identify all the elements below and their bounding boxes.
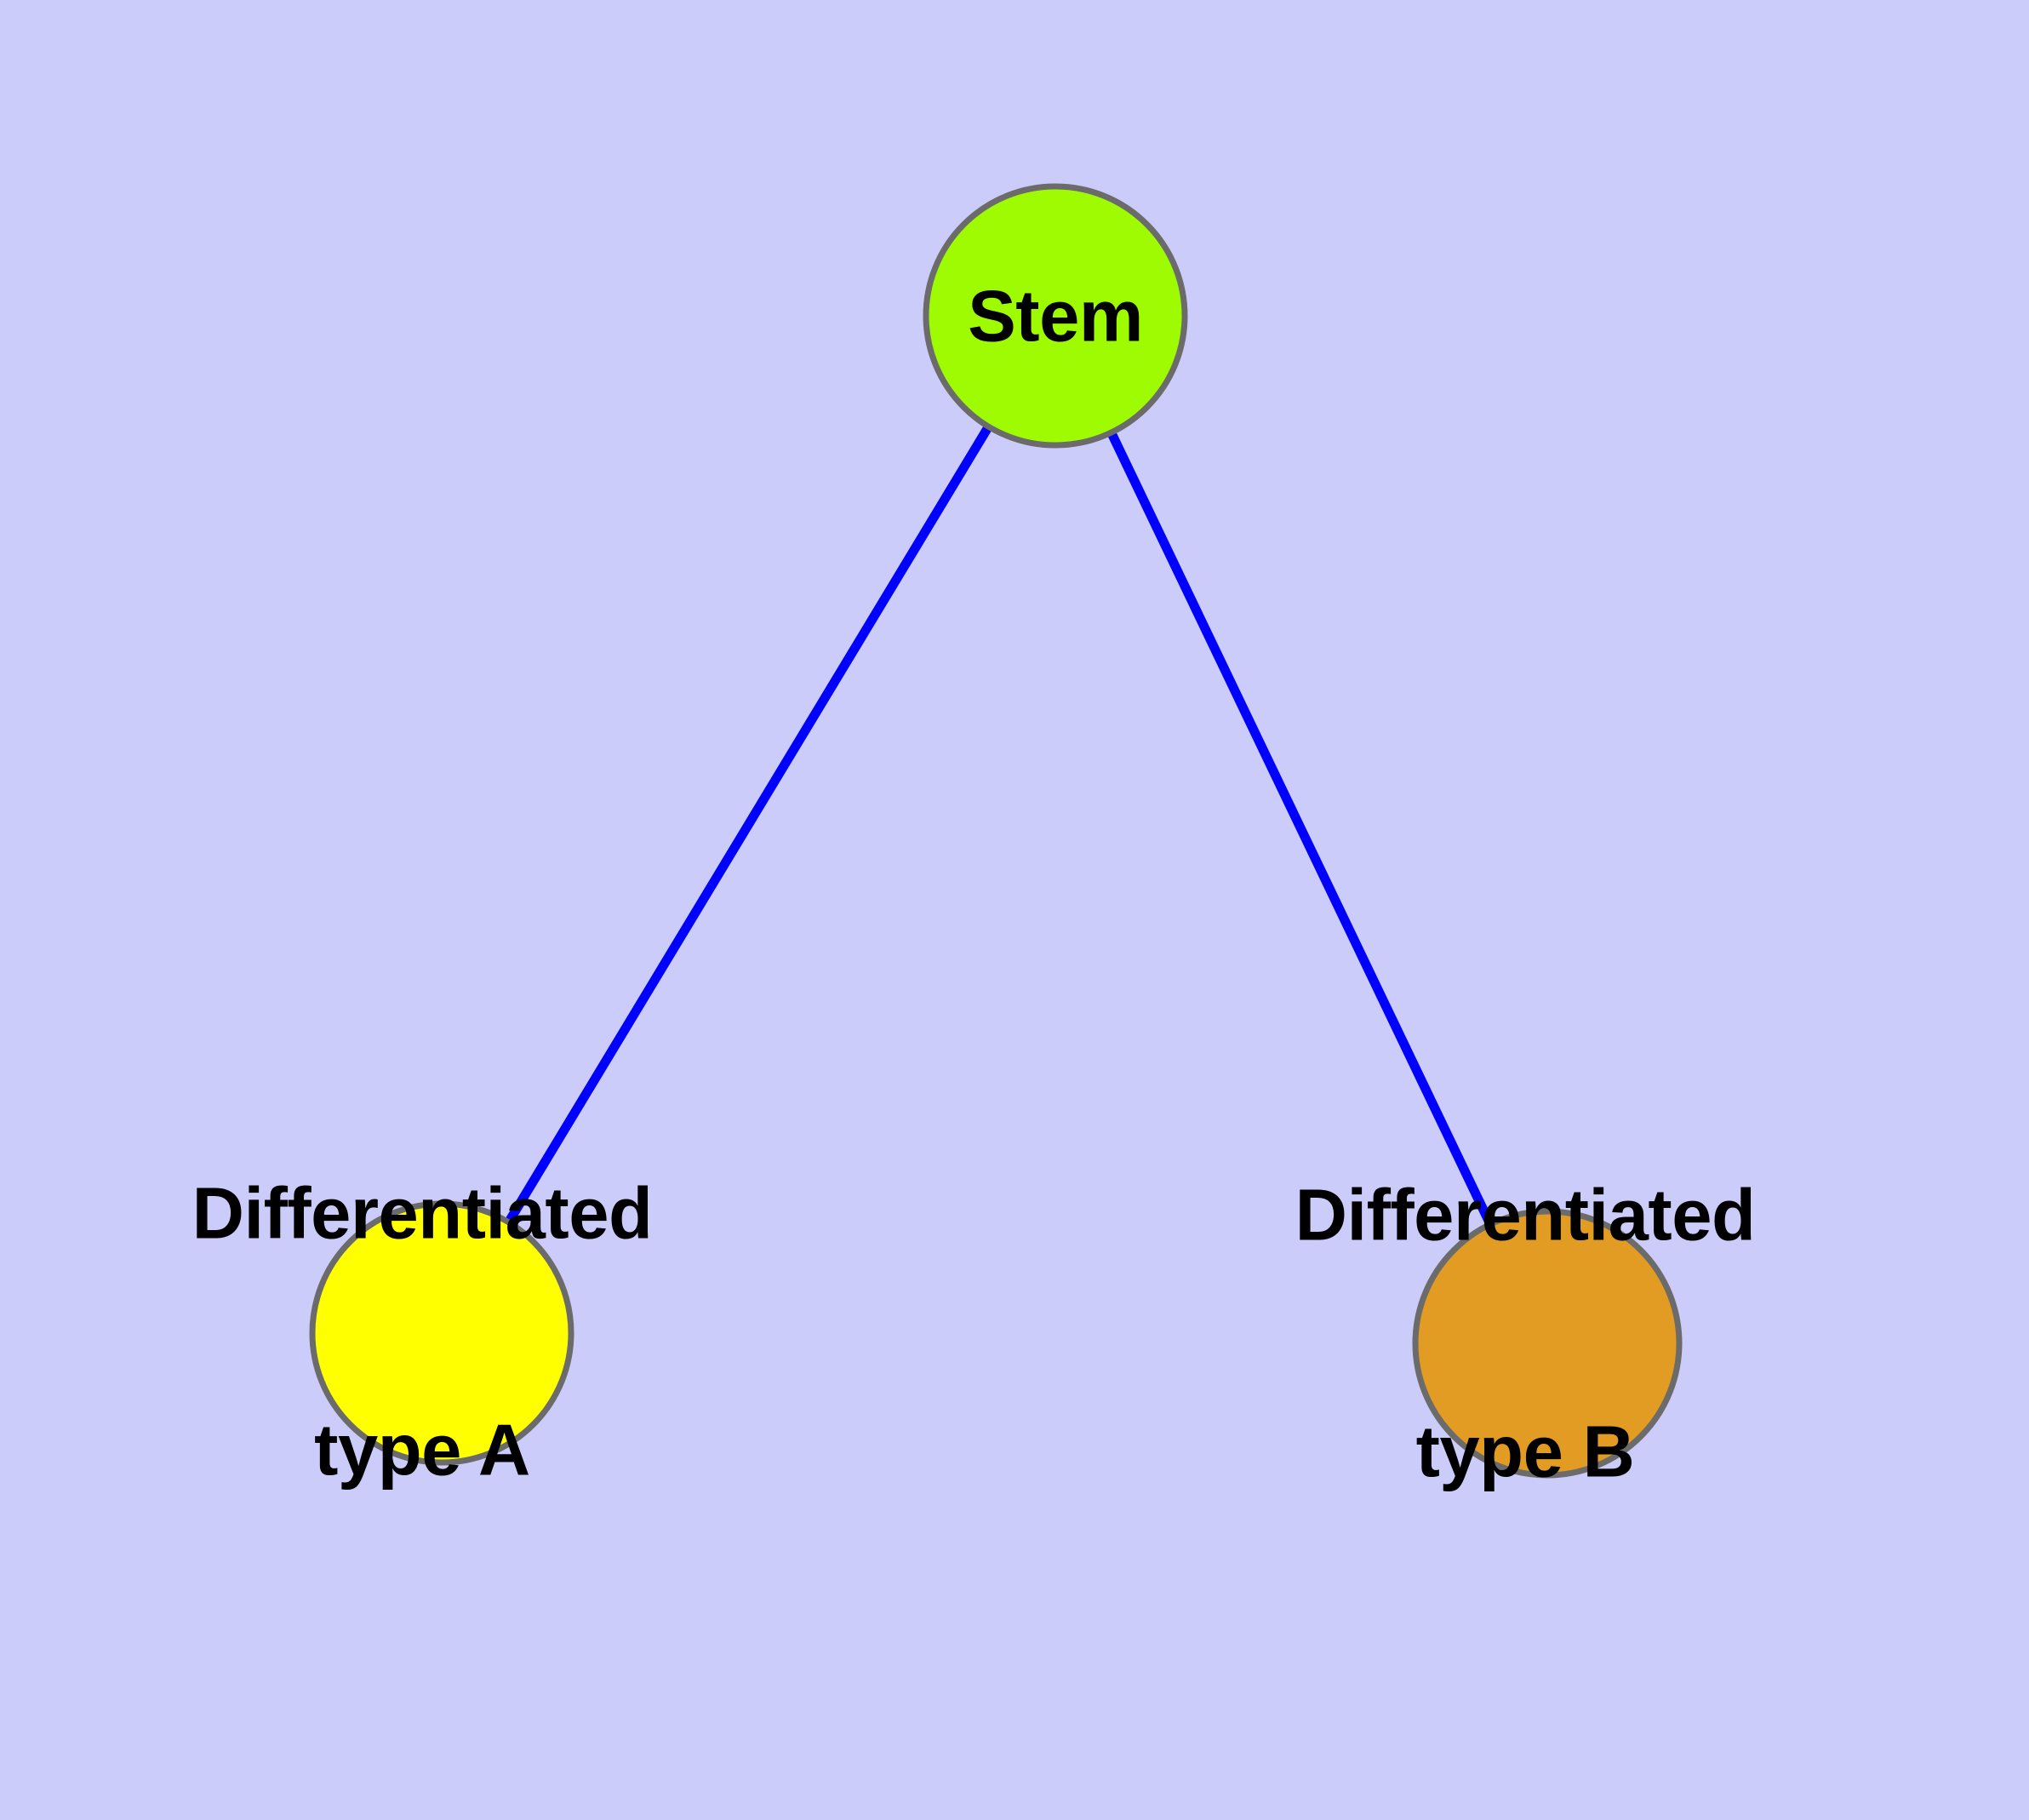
edge-stem-to-differentiated-type-b[interactable]: [1051, 313, 1552, 1346]
node-layer: [309, 183, 1683, 1479]
node-differentiated-type-a[interactable]: [309, 1200, 574, 1466]
edge-layer: [437, 313, 1552, 1346]
node-differentiated-type-b[interactable]: [1412, 1208, 1683, 1479]
node-stem[interactable]: [923, 183, 1188, 449]
edge-stem-to-differentiated-type-a[interactable]: [437, 313, 1060, 1336]
